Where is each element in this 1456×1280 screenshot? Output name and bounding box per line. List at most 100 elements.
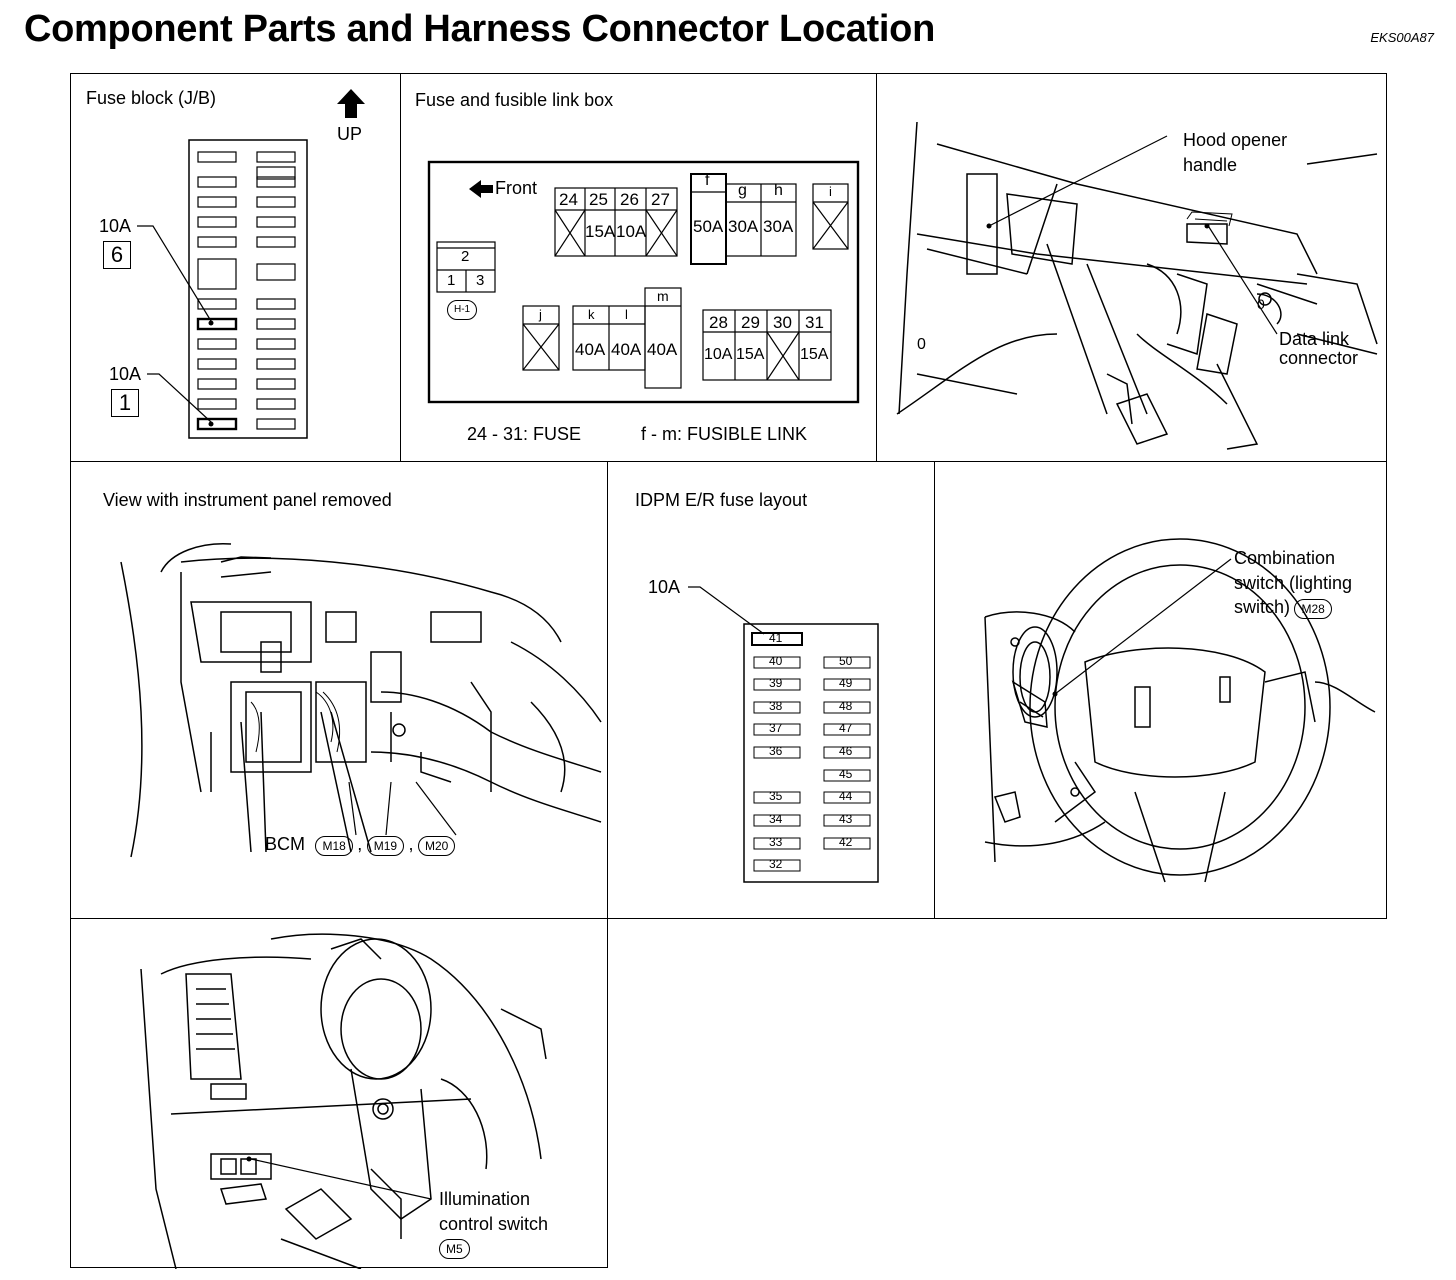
idpm-fuse-number: 36 bbox=[769, 744, 783, 758]
link-id-label: m bbox=[657, 288, 669, 304]
connector-separator: , bbox=[357, 834, 363, 854]
link-amp-label: 50A bbox=[693, 217, 724, 236]
idpm-fuse-slot bbox=[823, 723, 871, 736]
idpm-fuse-slot bbox=[753, 791, 801, 804]
combination-switch-label: switch (lighting bbox=[1234, 573, 1353, 593]
front-arrow-icon bbox=[469, 180, 493, 198]
fuse-number-label: 28 bbox=[709, 313, 728, 332]
idpm-fuse-number: 47 bbox=[839, 721, 853, 735]
fuse-amp-label: 10A bbox=[704, 346, 733, 363]
fuse-number-label: 31 bbox=[805, 313, 824, 332]
panel-fuse-block: Fuse block (J/B) bbox=[70, 73, 401, 462]
svg-text:0: 0 bbox=[917, 336, 926, 353]
idpm-fuse-slot bbox=[823, 814, 871, 827]
idpm-fuse-number: 50 bbox=[839, 654, 853, 668]
fuse-amp-label: 10A bbox=[616, 222, 647, 241]
idpm-fuse-drawing bbox=[688, 586, 879, 883]
connector-separator: , bbox=[408, 834, 414, 854]
idpm-fuse-slot bbox=[753, 656, 801, 669]
idpm-fuse-slot bbox=[823, 837, 871, 850]
idpm-fuse-slot bbox=[753, 701, 801, 714]
hood-opener-label: handle bbox=[1183, 155, 1238, 175]
idpm-fuse-slot bbox=[753, 859, 801, 872]
idpm-fuse-number: 42 bbox=[839, 835, 853, 849]
link-id-label: g bbox=[738, 182, 747, 199]
idpm-fuse-slot bbox=[753, 814, 801, 827]
idpm-fuse-number: 41 bbox=[769, 631, 783, 645]
idpm-fuse-slot bbox=[753, 837, 801, 850]
link-id-label: j bbox=[539, 307, 542, 322]
panel-combination-switch: Combination switch (lighting switch) M28 bbox=[934, 461, 1387, 919]
combination-switch-label: switch) bbox=[1234, 597, 1291, 617]
panel-title-instrument-removed: View with instrument panel removed bbox=[103, 490, 392, 510]
page-title: Component Parts and Harness Connector Lo… bbox=[24, 8, 935, 50]
idpm-fuse-number: 43 bbox=[839, 812, 853, 826]
illumination-switch-label: control switch bbox=[439, 1214, 549, 1234]
panel-title-fuse-block: Fuse block (J/B) bbox=[86, 88, 217, 108]
idpm-fuse-number: 33 bbox=[769, 835, 783, 849]
fuse-block-drawing bbox=[137, 89, 365, 439]
data-link-connector-label: Data link bbox=[1279, 329, 1350, 349]
fuse-number-label: 26 bbox=[620, 190, 639, 209]
illumination-switch-label: Illumination bbox=[439, 1189, 531, 1209]
idpm-fuse-number: 38 bbox=[769, 699, 783, 713]
fusible-link-legend: f - m: FUSIBLE LINK bbox=[641, 424, 808, 444]
bcm-illustration bbox=[120, 543, 602, 858]
idpm-fuse-slot bbox=[753, 746, 801, 759]
idpm-fuse-number: 39 bbox=[769, 676, 783, 690]
relay-terminal-label: 2 bbox=[461, 248, 470, 265]
link-amp-label: 40A bbox=[611, 340, 642, 359]
connector-badge-m28: M28 bbox=[1294, 598, 1332, 619]
combination-switch-illustration bbox=[984, 538, 1376, 883]
link-amp-label: 40A bbox=[647, 340, 678, 359]
idpm-fuse-slot bbox=[753, 723, 801, 736]
fuse-number-label: 27 bbox=[651, 190, 670, 209]
idpm-fuse-number: 35 bbox=[769, 789, 783, 803]
idpm-fuse-slot bbox=[823, 656, 871, 669]
fuse-amp-label: 15A bbox=[800, 346, 829, 363]
idpm-fuse-slot bbox=[823, 746, 871, 759]
panel-fusible-link-box: Fuse and fusible link box bbox=[400, 73, 877, 462]
fuse-amp-label: 15A bbox=[736, 346, 765, 363]
idpm-fuse-number: 45 bbox=[839, 767, 853, 781]
connector-badge-m5: M5 bbox=[439, 1239, 470, 1259]
connector-badge-m19: M19 bbox=[366, 835, 405, 856]
idpm-fuse-number: 32 bbox=[769, 857, 783, 871]
idpm-fuse-number: 44 bbox=[839, 789, 853, 803]
fuse-amp-label: 10A bbox=[99, 216, 132, 236]
hood-opener-illustration: 0 0 bbox=[896, 121, 1378, 450]
fuse-legend: 24 - 31: FUSE bbox=[467, 424, 582, 444]
hood-opener-label: Hood opener bbox=[1183, 130, 1288, 150]
document-code: EKS00A87 bbox=[1370, 30, 1434, 45]
panel-title-fusible-link-box: Fuse and fusible link box bbox=[415, 90, 614, 110]
link-amp-label: 30A bbox=[763, 217, 794, 236]
up-label: UP bbox=[337, 124, 363, 144]
panel-illumination-switch: Illumination control switch M5 bbox=[70, 918, 608, 1269]
panel-hood-opener: 0 0 Hood opener handle Data link connect… bbox=[876, 73, 1387, 462]
idpm-callout-label: 10A bbox=[648, 577, 681, 597]
link-id-label: f bbox=[705, 172, 710, 189]
idpm-fuse-number: 40 bbox=[769, 654, 783, 668]
fuse-number-box: 1 bbox=[111, 389, 139, 417]
idpm-fuse-number: 48 bbox=[839, 699, 853, 713]
panel-idpm-fuse-layout: IDPM E/R fuse layout 10A 41 40 39 38 37 36 35 3… bbox=[607, 461, 935, 919]
illumination-switch-illustration bbox=[140, 933, 547, 1269]
fuse-number-label: 30 bbox=[773, 313, 792, 332]
fuse-number-label: 24 bbox=[559, 190, 578, 209]
idpm-fuse-number: 34 bbox=[769, 812, 783, 826]
link-id-label: i bbox=[829, 184, 832, 199]
idpm-fuse-number: 49 bbox=[839, 676, 853, 690]
front-label: Front bbox=[495, 178, 538, 198]
relay-terminal-label: 1 bbox=[447, 272, 456, 289]
idpm-fuse-slot bbox=[753, 678, 801, 691]
data-link-connector-label: connector bbox=[1279, 348, 1359, 368]
panel-title-idpm: IDPM E/R fuse layout bbox=[635, 490, 808, 510]
idpm-fuse-slot bbox=[823, 678, 871, 691]
idpm-fuse-slot bbox=[823, 769, 871, 782]
fusible-link-box-drawing bbox=[427, 160, 860, 404]
link-amp-label: 30A bbox=[728, 217, 759, 236]
bcm-label: BCM bbox=[265, 834, 305, 854]
idpm-fuse-number: 46 bbox=[839, 744, 853, 758]
up-arrow-icon bbox=[337, 89, 365, 118]
idpm-fuse-number: 37 bbox=[769, 721, 783, 735]
